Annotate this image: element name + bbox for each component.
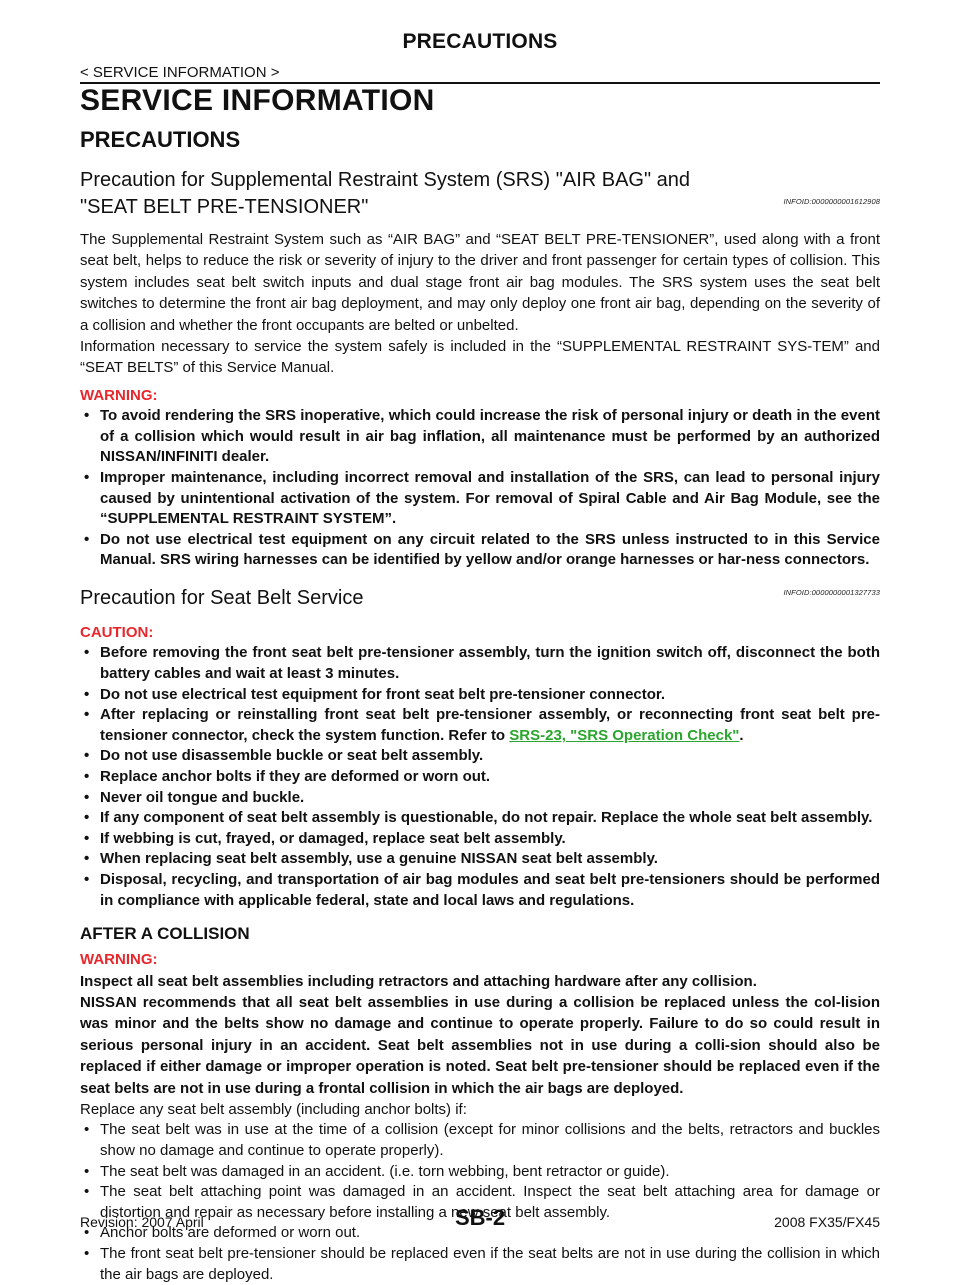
list-item-text: If webbing is cut, frayed, or damaged, r… <box>100 829 566 847</box>
bullet-icon: • <box>84 469 90 487</box>
list-item-text: Never oil tongue and buckle. <box>100 788 305 806</box>
list-item: • The seat belt was damaged in an acciden… <box>80 1162 880 1183</box>
list-item: • If any component of seat belt assembly … <box>80 808 880 829</box>
list-item: • Do not use electrical test equipment fo… <box>80 685 880 706</box>
list-item: • After replacing or reinstalling front s… <box>80 705 880 746</box>
seatbelt-infoid: INFOID:0000000001327733 <box>783 588 880 597</box>
list-item-text: To avoid rendering the SRS inoperative, … <box>100 407 880 466</box>
list-item-text: When replacing seat belt assembly, use a… <box>100 850 658 868</box>
subsection-title: PRECAUTIONS <box>80 127 241 152</box>
section-title: SERVICE INFORMATION <box>80 84 435 117</box>
collision-list: • The seat belt was in use at the time of… <box>80 1120 880 1285</box>
bullet-icon: • <box>84 1224 90 1242</box>
list-item: • Do not use electrical test equipment on… <box>80 530 880 571</box>
bullet-icon: • <box>84 1162 90 1180</box>
list-item-text: Do not use electrical test equipment on … <box>100 530 880 569</box>
list-item: • The seat belt attaching point was damag… <box>80 1182 880 1223</box>
footer-revision: Revision: 2007 April <box>80 1214 204 1230</box>
bullet-icon: • <box>84 685 90 703</box>
bullet-icon: • <box>84 530 90 548</box>
list-item: • If webbing is cut, frayed, or damaged, … <box>80 829 880 850</box>
bullet-icon: • <box>84 870 90 888</box>
list-item-text: Anchor bolts are deformed or worn out. <box>100 1224 361 1242</box>
footer-model: 2008 FX35/FX45 <box>774 1214 880 1230</box>
bullet-icon: • <box>84 407 90 425</box>
srs-heading-block: Precaution for Supplemental Restraint Sy… <box>80 167 880 221</box>
list-item-text: The seat belt was in use at the time of … <box>100 1121 880 1159</box>
list-item: • Never oil tongue and buckle. <box>80 788 880 809</box>
srs-warning-list: • To avoid rendering the SRS inoperative,… <box>80 406 880 571</box>
collision-warning-2: NISSAN recommends that all seat belt ass… <box>80 993 880 1097</box>
list-item-text: Replace anchor bolts if they are deforme… <box>100 767 491 785</box>
list-item: • Disposal, recycling, and transportation… <box>80 870 880 911</box>
srs-warning-label: WARNING: <box>80 386 158 404</box>
list-item-text: Do not use disassemble buckle or seat be… <box>100 747 484 765</box>
bullet-icon: • <box>84 1183 90 1201</box>
list-item: • When replacing seat belt assembly, use … <box>80 849 880 870</box>
seatbelt-heading-block: Precaution for Seat Belt Service INFOID:… <box>80 585 880 612</box>
srs-infoid: INFOID:0000000001612908 <box>783 197 880 206</box>
bullet-icon: • <box>84 706 90 724</box>
list-item: • Replace anchor bolts if they are deform… <box>80 767 880 788</box>
list-item: • Before removing the front seat belt pre… <box>80 643 880 684</box>
list-item-text-end: . <box>739 726 744 744</box>
bullet-icon: • <box>84 767 90 785</box>
list-item: • The seat belt was in use at the time of… <box>80 1120 880 1161</box>
list-item: • Improper maintenance, including incorre… <box>80 468 880 530</box>
list-item-text: The seat belt attaching point was damage… <box>100 1183 880 1221</box>
bullet-icon: • <box>84 1121 90 1139</box>
list-item: • The front seat belt pre-tensioner shoul… <box>80 1244 880 1285</box>
list-item-text: After replacing or reinstalling front se… <box>100 706 880 744</box>
bullet-icon: • <box>84 788 90 806</box>
page-content: SERVICE INFORMATION PRECAUTIONS Precauti… <box>80 83 880 1285</box>
list-item-text: If any component of seat belt assembly i… <box>100 809 873 827</box>
footer-page-number: SB-2 <box>454 1205 506 1230</box>
bullet-icon: • <box>84 644 90 662</box>
list-item-text: Before removing the front seat belt pre-… <box>100 644 880 682</box>
collision-warning-label: WARNING: <box>80 951 158 969</box>
collision-intro: Replace any seat belt assembly (includin… <box>80 1100 467 1118</box>
page-header-title: PRECAUTIONS <box>402 30 558 53</box>
header-rule <box>80 82 880 84</box>
list-item-text: The seat belt was damaged in an accident… <box>100 1162 670 1180</box>
list-item-text: Do not use electrical test equipment for… <box>100 685 666 703</box>
collision-heading: AFTER A COLLISION <box>80 924 250 944</box>
list-item-text: Disposal, recycling, and transportation … <box>100 870 880 909</box>
breadcrumb: < SERVICE INFORMATION > <box>80 64 280 81</box>
list-item-text: Improper maintenance, including incorrec… <box>100 469 880 528</box>
srs-paragraph-1: The Supplemental Restraint System such a… <box>80 231 880 334</box>
bullet-icon: • <box>84 747 90 765</box>
srs-heading: Precaution for Supplemental Restraint Sy… <box>80 169 691 218</box>
srs-paragraph-2: Information necessary to service the sys… <box>80 338 880 377</box>
collision-warning-1: Inspect all seat belt assemblies includi… <box>80 972 757 990</box>
bullet-icon: • <box>84 809 90 827</box>
seatbelt-heading: Precaution for Seat Belt Service <box>80 587 364 609</box>
caution-list: • Before removing the front seat belt pre… <box>80 643 880 911</box>
list-item: • Do not use disassemble buckle or seat b… <box>80 746 880 767</box>
srs-operation-check-link[interactable]: SRS-23, "SRS Operation Check" <box>509 726 740 744</box>
list-item: • Anchor bolts are deformed or worn out. <box>80 1223 880 1244</box>
list-item-text: The front seat belt pre-tensioner should… <box>100 1244 880 1283</box>
caution-label: CAUTION: <box>80 624 154 641</box>
bullet-icon: • <box>84 850 90 868</box>
list-item: • To avoid rendering the SRS inoperative,… <box>80 406 880 468</box>
bullet-icon: • <box>84 829 90 847</box>
bullet-icon: • <box>84 1244 90 1262</box>
